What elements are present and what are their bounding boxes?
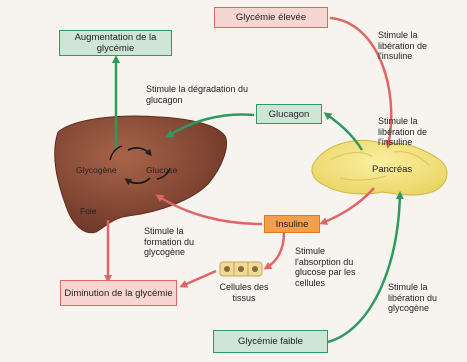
insuline-box: Insuline (264, 215, 320, 233)
arrow-cells-to-diminution (182, 271, 216, 286)
glycemie-elevee-box: Glycémie élevée (214, 7, 328, 28)
label-absorption: Stimule l'absorption du glucose par les … (295, 246, 365, 288)
label-liberation-insuline: Stimule la libération de l'insuline (378, 30, 440, 62)
glycemie-faible-text: Glycémie faible (238, 336, 303, 347)
label-cellules: Cellules des tissus (216, 282, 272, 303)
glycemie-elevee-text: Glycémie élevée (236, 12, 306, 23)
glucagon-text: Glucagon (269, 109, 310, 120)
label-formation: Stimule la formation du glycogène (144, 226, 218, 258)
label-glucose: Glucose (146, 165, 177, 175)
diminution-box: Diminution de la glycémie (60, 280, 177, 306)
label-degradation: Stimule la dégradation du glucagon (146, 84, 266, 105)
insuline-text: Insuline (276, 219, 309, 230)
glucagon-box: Glucagon (256, 104, 322, 124)
label-pancreas: Pancréas (372, 164, 412, 175)
augmentation-text: Augmentation de la glycémie (60, 32, 171, 54)
glycemie-faible-box: Glycémie faible (213, 330, 328, 353)
label-liberation-glycogene: Stimule la libération du glycogène (388, 282, 450, 314)
arrow-insuline-to-cells (266, 232, 284, 268)
diminution-text: Diminution de la glycémie (64, 288, 172, 299)
label-liberation-insuline-2: Stimule la libération de l'insuline (378, 116, 440, 148)
tissue-cells (220, 262, 262, 276)
label-glycogene: Glycogène (76, 165, 117, 175)
label-foie: Foie (80, 206, 97, 216)
augmentation-box: Augmentation de la glycémie (59, 30, 172, 56)
